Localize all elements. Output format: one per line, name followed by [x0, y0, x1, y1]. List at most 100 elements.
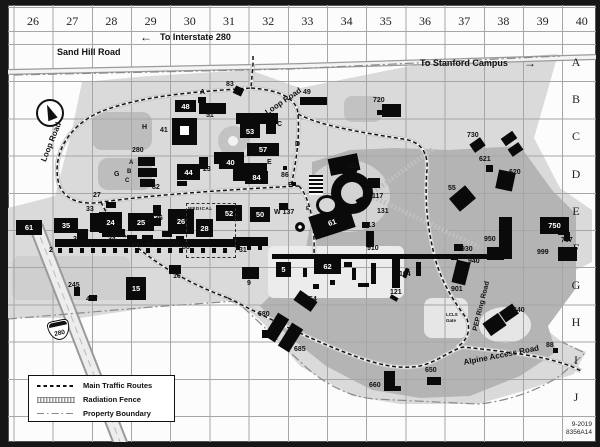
- lbl-f: F: [288, 182, 293, 189]
- lbl-640: 640: [513, 307, 525, 314]
- beam-line: [272, 254, 512, 259]
- bldg-51-shape: [199, 103, 226, 114]
- lbl-104: 104: [399, 271, 411, 278]
- bldg-53-leg: [266, 124, 276, 134]
- lbl-280: 280: [132, 147, 144, 154]
- grid-row-A: A: [571, 55, 581, 69]
- lbl-9: 9: [247, 280, 251, 287]
- lbl-120: 120: [347, 163, 359, 170]
- bldg-720-shape: [382, 104, 401, 117]
- lbl-280a: A: [129, 160, 134, 166]
- lbl-49: 49: [303, 89, 311, 96]
- grid-col-29: 29: [144, 14, 157, 28]
- bldg-940-shape: [487, 247, 504, 260]
- lbl-245: 245: [68, 282, 80, 289]
- bldg-660-foot: [384, 386, 401, 391]
- bldg-30-shape: [142, 235, 153, 242]
- bldg-44: 44: [177, 164, 200, 180]
- yard-bldg-g: [303, 268, 307, 277]
- grid-col-32: 32: [262, 14, 275, 28]
- bldg-9-shape: [242, 267, 259, 279]
- grid-row-H: H: [571, 315, 581, 330]
- lbl-950: 950: [484, 236, 496, 243]
- lbl-280b: B: [127, 169, 132, 175]
- lbl-31: 31: [239, 247, 247, 254]
- lbl-113: 113: [364, 222, 376, 229]
- bldg-35: 35: [54, 218, 78, 233]
- lcls-gate-label2: Gate: [446, 318, 457, 323]
- yard-bldg-b: [371, 263, 376, 284]
- lbl-131: 131: [377, 208, 389, 215]
- spear-ring: [331, 172, 373, 214]
- yard-bldg-j: [416, 262, 421, 276]
- lbl-w137e: E: [306, 206, 310, 212]
- lbl-767: 767: [561, 237, 573, 244]
- grid-col-27: 27: [66, 14, 79, 28]
- bldg-34-shape: [102, 229, 125, 237]
- lbl-999: 999: [537, 249, 549, 256]
- lbl-54: 54: [309, 296, 317, 303]
- bldg-16-shape: [169, 265, 181, 274]
- bldg-930b: [451, 254, 458, 260]
- grid-col-26: 26: [26, 14, 39, 28]
- grid-col-31: 31: [222, 14, 235, 28]
- lbl-940: 940: [468, 258, 480, 265]
- bldg-621-shape: [486, 165, 493, 172]
- yard-bldg-d: [358, 283, 369, 287]
- lbl-85: 85: [182, 244, 190, 251]
- lbl-621: 621: [479, 156, 491, 163]
- bldg-50: 50: [250, 207, 270, 222]
- lbl-16: 16: [173, 273, 181, 280]
- bldg-62: 62: [314, 259, 341, 274]
- bldg-44-wing: [177, 181, 187, 186]
- bldg-280c: [140, 179, 155, 187]
- sand-hill-road-label: Sand Hill Road: [57, 47, 121, 57]
- bldg-15: 15: [126, 277, 146, 300]
- grid-col-38: 38: [497, 14, 510, 28]
- gear-bldg: [295, 222, 305, 232]
- bldg-5: 5: [276, 262, 291, 277]
- lbl-720: 720: [373, 97, 385, 104]
- lbl-2: 2: [49, 247, 53, 254]
- roads-layer: [8, 54, 596, 442]
- yard-bldg-f: [330, 280, 335, 285]
- bldg-28: 28: [196, 219, 213, 237]
- lbl-51: 51: [206, 112, 214, 119]
- bldg-49-shape: [300, 97, 327, 105]
- lbl-g: G: [114, 171, 120, 178]
- bldg-113-tower: [366, 231, 374, 247]
- grid-col-33: 33: [301, 14, 314, 28]
- yard-bldg-e: [344, 262, 352, 267]
- grid-row-I: I: [574, 352, 578, 367]
- legend-label: Property Boundary: [83, 409, 151, 418]
- lbl-680: 680: [258, 311, 270, 318]
- yard-bldg-h: [313, 284, 319, 289]
- hatched-line-icon: [37, 396, 75, 403]
- dot-f: [292, 182, 296, 186]
- bldg-685-annex: [262, 330, 270, 338]
- yard-bldg-a: [392, 259, 400, 288]
- lbl-620: 620: [509, 169, 521, 176]
- lbl-36: 36: [155, 215, 163, 222]
- lbl-30: 30: [146, 242, 154, 249]
- bldg-245-shape: [74, 287, 80, 296]
- grid-row-C: C: [571, 129, 580, 144]
- bldg-31-teeth: [236, 246, 264, 250]
- bldg-447-shape: [89, 295, 97, 301]
- booster-circle: [316, 195, 338, 215]
- legend-item: Main Traffic Routes: [37, 381, 166, 390]
- medical-label: MEDICAL: [188, 206, 213, 211]
- ring-annex: [368, 178, 380, 188]
- lbl-41: 41: [160, 127, 168, 134]
- compass-needle-icon: [42, 102, 58, 122]
- grid-col-30: 30: [183, 14, 196, 28]
- bldg-53: 53: [240, 124, 260, 138]
- bldg-24: 24: [99, 212, 122, 233]
- dot-86: [283, 166, 287, 170]
- lbl-660: 660: [369, 382, 381, 389]
- lbl-a-north: A: [200, 89, 206, 96]
- klystron-gallery: [55, 239, 235, 247]
- barcode-bldg: [309, 175, 323, 195]
